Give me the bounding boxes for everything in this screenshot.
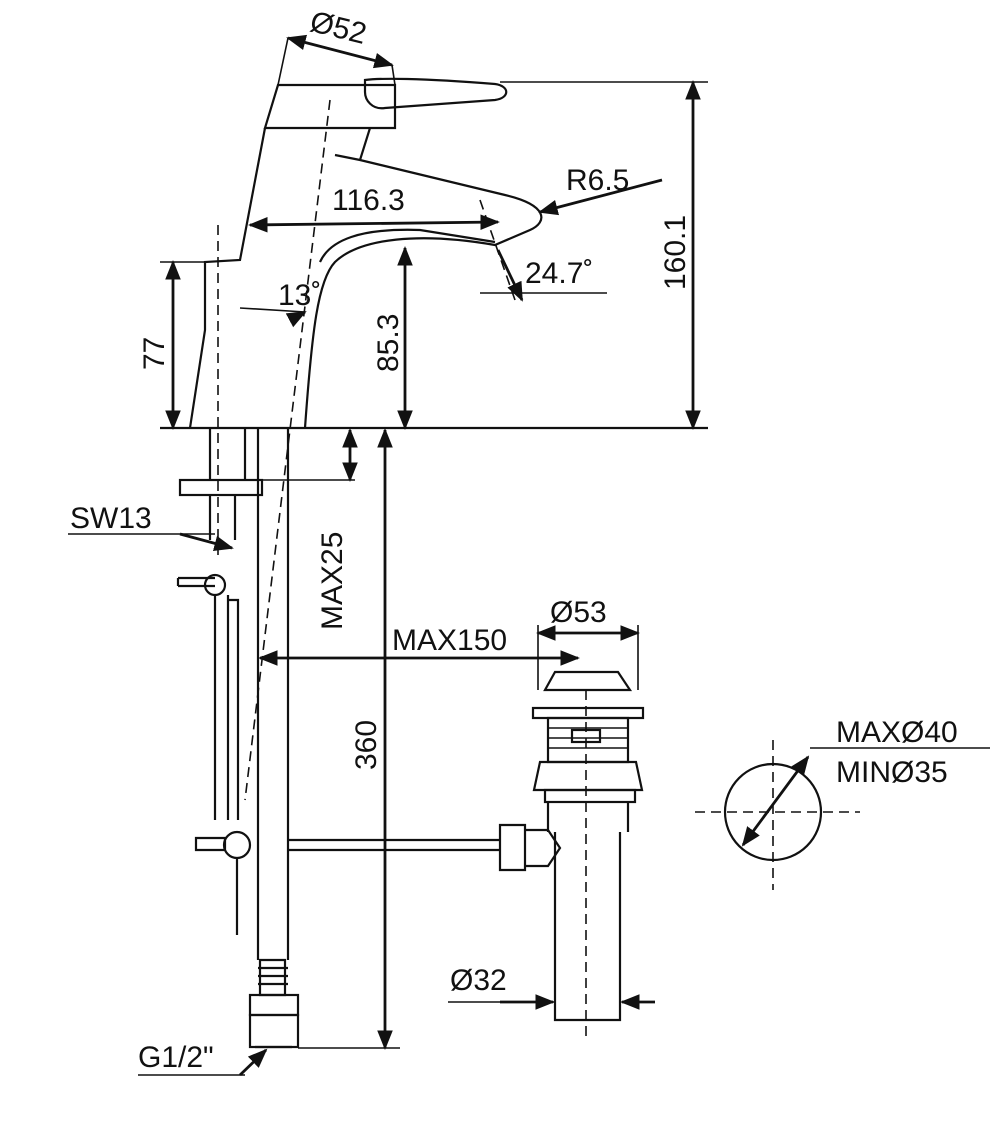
under-counter-assembly bbox=[176, 428, 500, 1049]
label-length-116-3: 116.3 bbox=[332, 184, 405, 217]
label-radius-6-5: R6.5 bbox=[566, 164, 629, 197]
label-height-360: 360 bbox=[350, 720, 383, 770]
dimension-labels: Ø52 R6.5 116.3 160.1 24.7˚ 13˚ 85.3 77 S… bbox=[70, 5, 958, 1074]
dimension-lines bbox=[68, 34, 990, 1077]
popup-waste bbox=[498, 670, 645, 1040]
label-height-160-1: 160.1 bbox=[659, 215, 692, 290]
label-diameter-32: Ø32 bbox=[450, 964, 507, 997]
label-angle-24-7: 24.7˚ bbox=[525, 257, 593, 290]
label-angle-13: 13˚ bbox=[278, 279, 321, 312]
label-max-diameter-40: MAXØ40 bbox=[836, 716, 958, 749]
label-max25: MAX25 bbox=[316, 532, 349, 630]
label-min-diameter-35: MINØ35 bbox=[836, 756, 948, 789]
label-max150: MAX150 bbox=[392, 624, 507, 657]
label-height-77: 77 bbox=[138, 337, 171, 370]
label-diameter-53: Ø53 bbox=[550, 596, 607, 629]
label-g1-2-thread: G1/2" bbox=[138, 1041, 214, 1074]
label-sw13: SW13 bbox=[70, 502, 152, 535]
label-height-85-3: 85.3 bbox=[372, 314, 405, 372]
